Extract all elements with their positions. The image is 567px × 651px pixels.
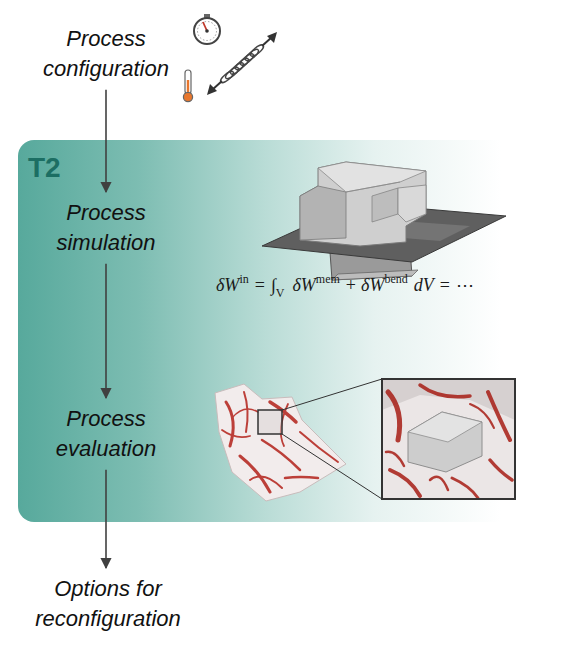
formula-term: δW bbox=[292, 275, 315, 296]
spring-icon bbox=[207, 32, 277, 95]
formula-term: δW bbox=[216, 275, 239, 296]
zoom-inset bbox=[382, 379, 515, 499]
formula-term: in bbox=[239, 272, 248, 287]
step-label: Process evaluation bbox=[30, 404, 182, 464]
flow-arrow bbox=[105, 470, 107, 568]
formula-term: V bbox=[276, 286, 285, 301]
gauge-icon bbox=[194, 14, 220, 44]
forming-tool bbox=[262, 162, 506, 280]
deformed-sheet bbox=[215, 379, 382, 501]
formula-term: = bbox=[255, 275, 265, 296]
step-text: Process simulation bbox=[30, 198, 182, 258]
flow-arrow bbox=[105, 264, 107, 398]
formula-term: ⋯ bbox=[456, 274, 474, 296]
step-text: Process configuration bbox=[30, 24, 182, 84]
thermometer-icon bbox=[183, 70, 192, 102]
flow-arrow bbox=[105, 90, 107, 192]
step-label: Process simulation bbox=[30, 198, 182, 258]
formula-term: mem bbox=[316, 272, 340, 287]
formula-term: + bbox=[346, 275, 356, 296]
formula-term: dV bbox=[414, 275, 434, 296]
formula: δWin=∫VδWmem+δWbenddV=⋯ bbox=[216, 272, 474, 301]
step-label: Options for reconfiguration bbox=[16, 574, 200, 634]
step-text: Options for reconfiguration bbox=[16, 574, 200, 634]
formula-term: bend bbox=[384, 272, 407, 287]
step-label: Process configuration bbox=[30, 24, 182, 84]
formula-term: δW bbox=[361, 275, 384, 296]
step-text: Process evaluation bbox=[30, 404, 182, 464]
formula-term: ∫ bbox=[271, 275, 276, 296]
formula-term: = bbox=[440, 275, 450, 296]
band-title: T2 bbox=[28, 152, 61, 184]
